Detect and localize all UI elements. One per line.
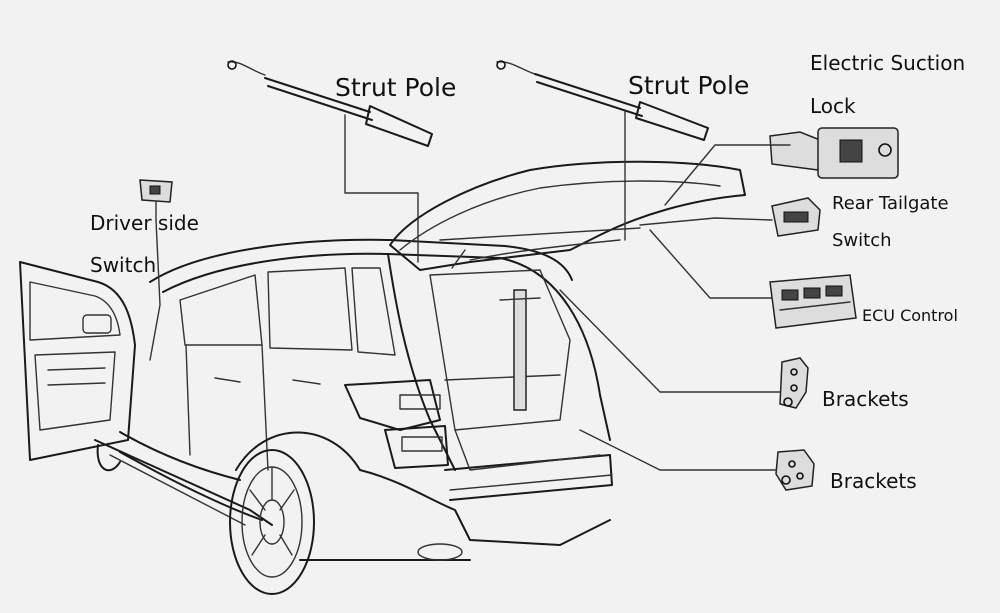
- brackets-lower-label: Brackets: [830, 469, 917, 493]
- bracket-upper-part: [779, 357, 809, 409]
- rear-tailgate-switch-part: [771, 197, 821, 237]
- driver-side-switch-part: [139, 179, 173, 221]
- suction-lock-label-line1: Electric Suction: [810, 51, 966, 75]
- driver-switch-label-line1: Driver side: [90, 211, 199, 235]
- strut-pole-left-label: Strut Pole: [335, 73, 457, 102]
- tailgate-switch-label-line2: Switch: [832, 230, 892, 251]
- suction-lock-label-line2: Lock: [810, 94, 856, 118]
- tailgate-switch-label-line1: Rear Tailgate: [832, 193, 949, 214]
- electric-suction-lock-part: [769, 127, 899, 179]
- strut-pole-left-part: [227, 60, 433, 147]
- bracket-lower-part: [775, 449, 815, 491]
- ecu-control-label: ECU Control: [862, 306, 958, 325]
- open-tailgate: [389, 160, 746, 471]
- strut-pole-right-label: Strut Pole: [628, 71, 750, 100]
- open-driver-door: [19, 261, 136, 461]
- leader-lines: [149, 109, 791, 471]
- ecu-control-part: [769, 274, 857, 329]
- suv-body: [94, 238, 613, 595]
- brackets-upper-label: Brackets: [822, 387, 909, 411]
- driver-switch-label-line2: Switch: [90, 253, 157, 277]
